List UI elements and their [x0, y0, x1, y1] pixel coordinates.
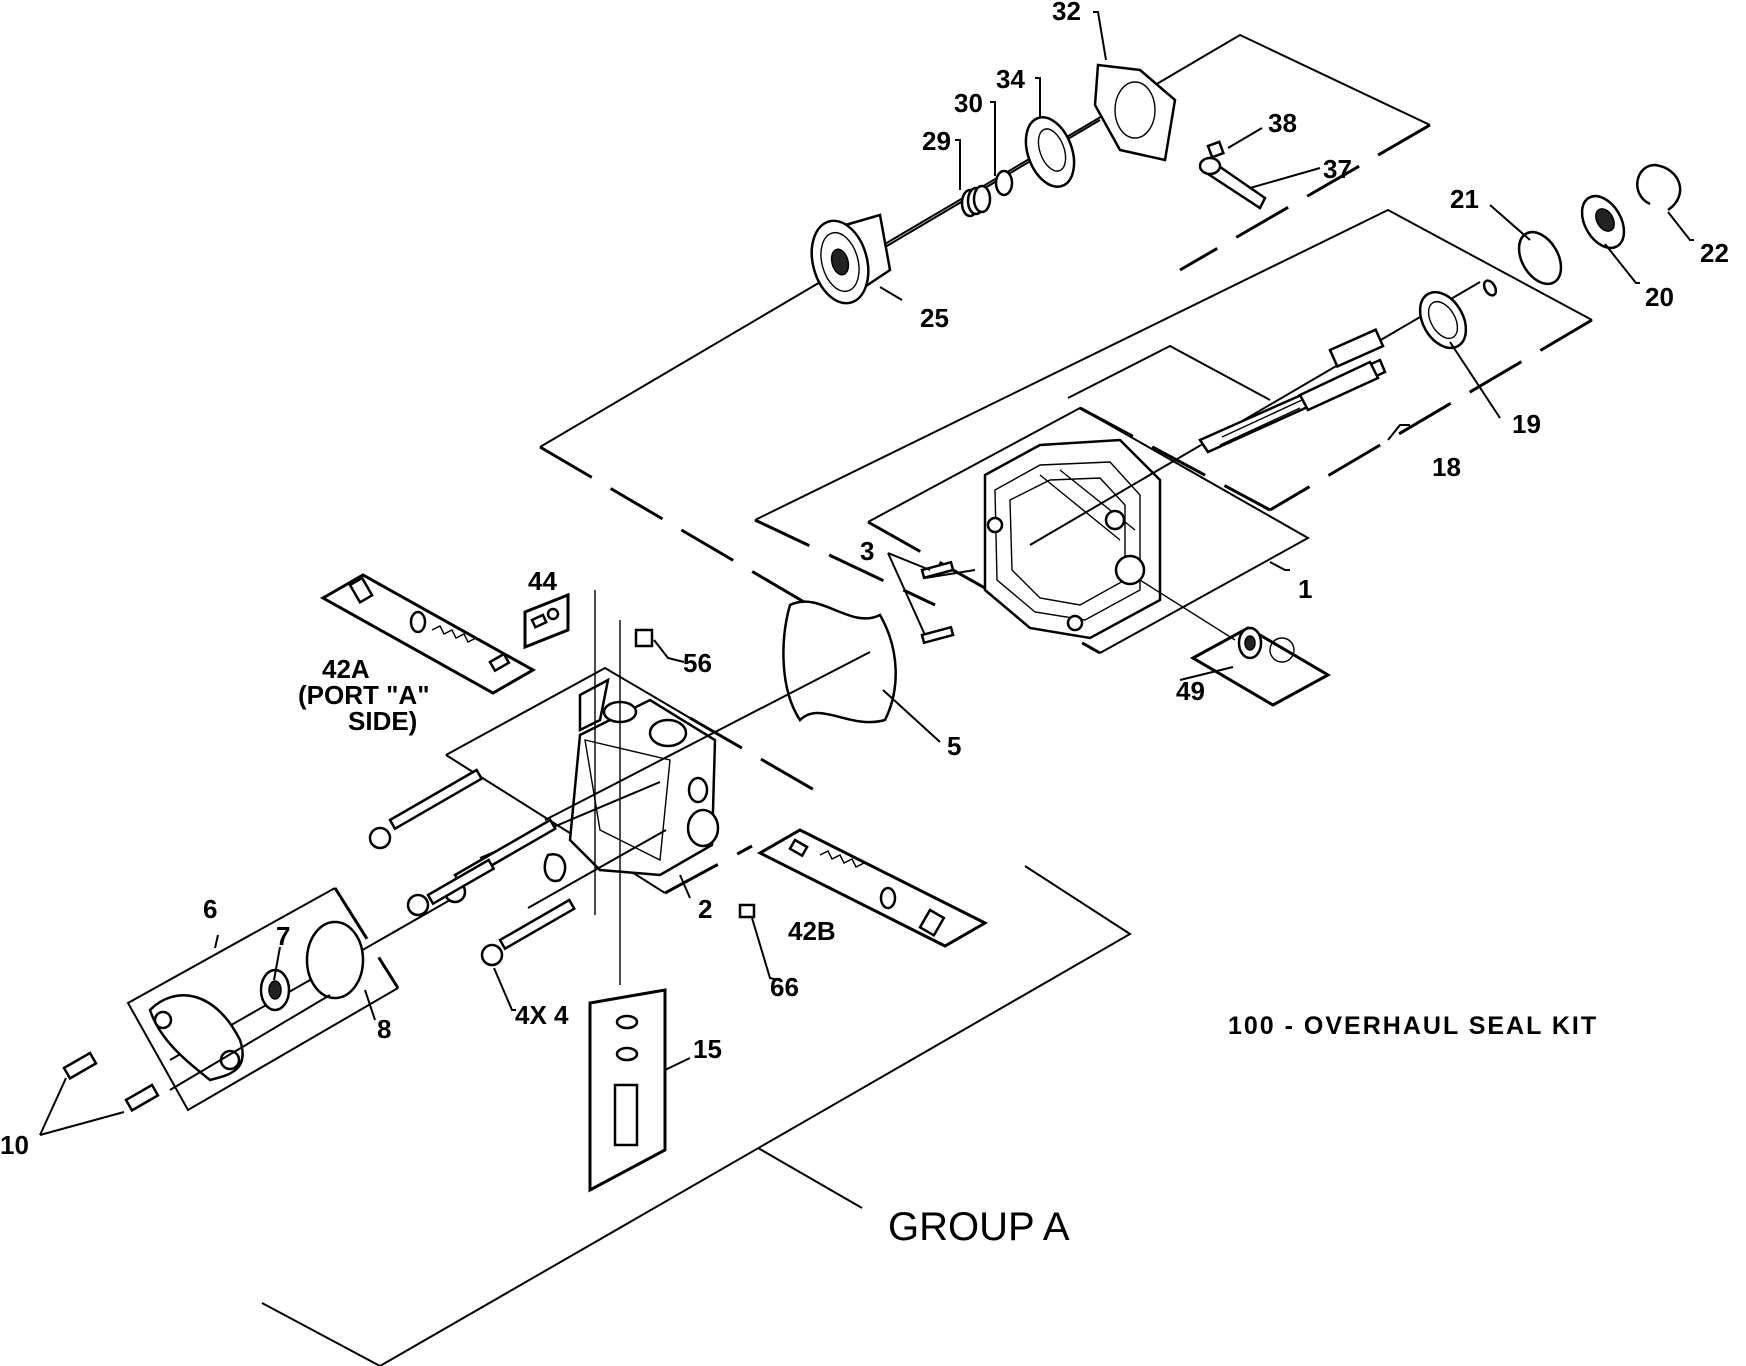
callout-49: 49	[1176, 676, 1205, 706]
group-a-outline	[261, 865, 1132, 1366]
bearing-19	[1418, 290, 1468, 350]
seal-49-box	[1139, 579, 1332, 707]
callout-15: 15	[693, 1034, 722, 1064]
bracket-32	[1093, 63, 1177, 162]
washer-30	[994, 169, 1014, 197]
callout-1: 1	[1298, 574, 1312, 604]
bolts-4	[368, 768, 576, 1011]
spring-29	[960, 184, 992, 218]
callout-44: 44	[528, 566, 557, 596]
callout-21: 21	[1450, 184, 1479, 214]
plug-44-box	[523, 592, 570, 650]
callout-20: 20	[1645, 282, 1674, 312]
callout-42b: 42B	[788, 916, 836, 946]
bearing-25	[810, 119, 1101, 305]
relief-valve-42b-box	[756, 828, 989, 948]
screws-10	[39, 994, 331, 1136]
overhaul-seal-kit-note: 100 - OVERHAUL SEAL KIT	[1228, 1012, 1598, 1040]
callout-19: 19	[1512, 409, 1541, 439]
part-2-leader	[679, 874, 691, 899]
callout-42a: 42A	[322, 654, 370, 684]
callout-leaders	[214, 11, 1694, 1021]
callout-7: 7	[276, 921, 290, 951]
callout-5: 5	[947, 731, 961, 761]
snap-ring-22	[1636, 163, 1682, 212]
plug-66	[738, 903, 779, 981]
seal-34	[1024, 116, 1076, 188]
lever-37	[1198, 156, 1267, 210]
callout-10: 10	[0, 1130, 29, 1160]
callout-29: 29	[922, 126, 951, 156]
callout-labels: 32 34 30 29 38 37 21 22 20 25 19 18 3 1 …	[0, 0, 1729, 1249]
callout-6: 6	[203, 894, 217, 924]
gasket-5	[782, 600, 897, 724]
callout-8: 8	[377, 1014, 391, 1044]
plug-56	[634, 628, 685, 663]
center-section	[543, 677, 720, 883]
callout-3: 3	[860, 536, 874, 566]
pump-housing	[983, 438, 1162, 640]
key-38	[1206, 140, 1225, 159]
cover-6-box	[126, 887, 400, 1112]
callout-42a-note-line1: (PORT "A"	[298, 680, 430, 710]
callout-37: 37	[1323, 154, 1352, 184]
callout-56: 56	[683, 648, 712, 678]
callout-18: 18	[1432, 452, 1461, 482]
valve-15-box	[588, 988, 691, 1193]
callout-30: 30	[954, 88, 983, 118]
callout-42a-note-line2: SIDE)	[348, 706, 417, 736]
bearing-20	[1580, 194, 1626, 250]
callout-66: 66	[770, 972, 799, 1002]
relief-valve-42a-box	[319, 573, 537, 695]
group-a-label: GROUP A	[888, 1205, 1070, 1249]
callout-38: 38	[1268, 108, 1297, 138]
input-shaft	[1029, 281, 1481, 546]
callout-32: 32	[1052, 0, 1081, 26]
callout-34: 34	[996, 64, 1025, 94]
retaining-ring-21	[1482, 230, 1563, 297]
callout-25: 25	[920, 303, 949, 333]
callout-2: 2	[698, 894, 712, 924]
callout-4: 4X 4	[515, 1000, 569, 1030]
callout-22: 22	[1700, 238, 1729, 268]
dowel-pins	[887, 552, 976, 645]
